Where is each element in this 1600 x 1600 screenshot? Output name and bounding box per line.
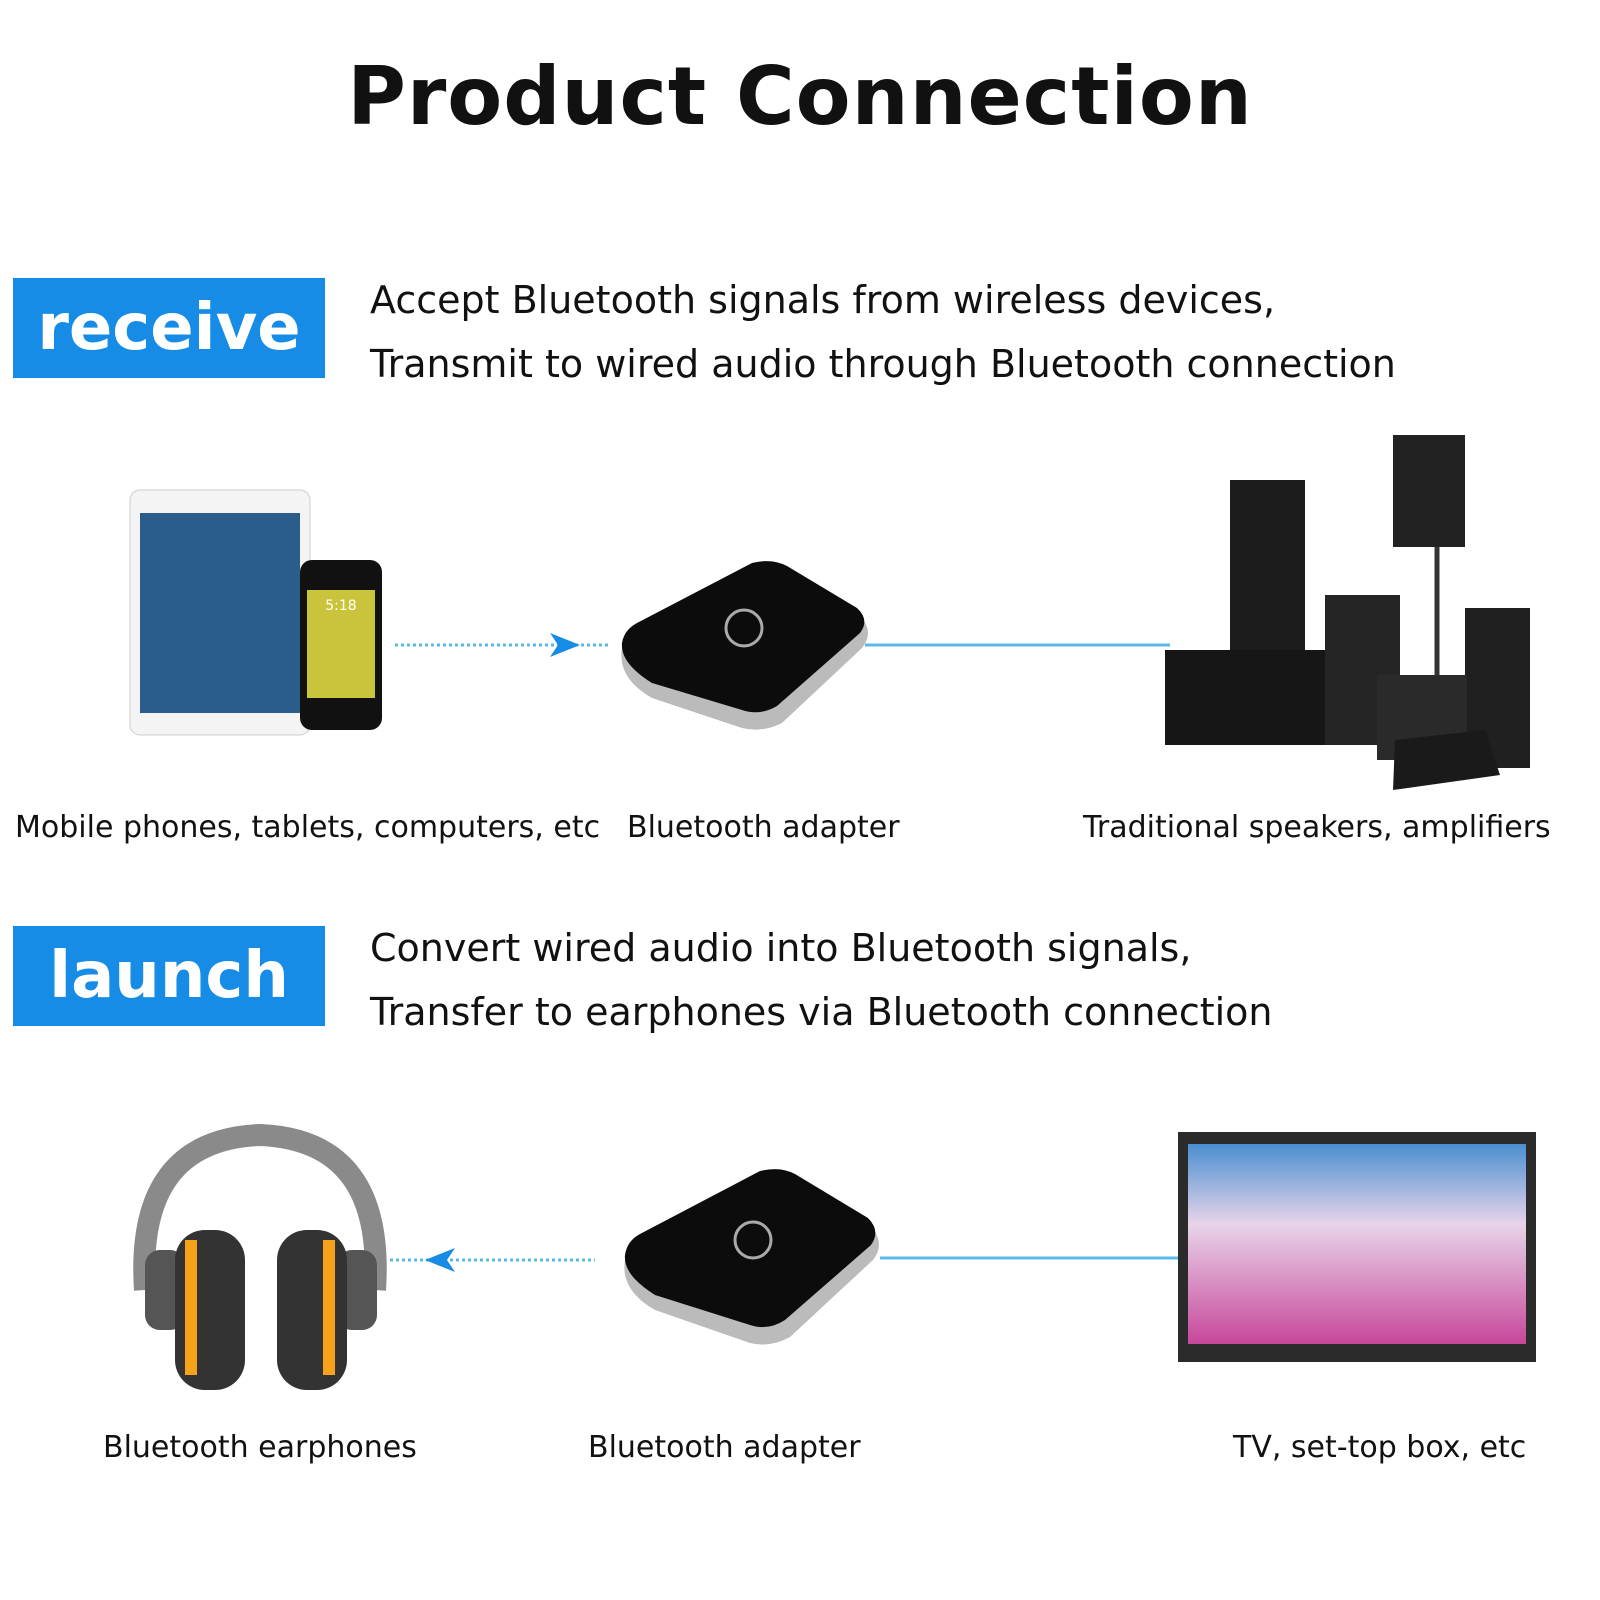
receive-line-1: Accept Bluetooth signals from wireless d… [370, 278, 1276, 322]
wired-connection-line-2 [880, 1256, 1180, 1260]
phone-time: 5:18 [325, 598, 356, 614]
receive-description: Accept Bluetooth signals from wireless d… [370, 268, 1396, 396]
caption-bluetooth-adapter-2: Bluetooth adapter [588, 1430, 861, 1465]
launch-line-2: Transfer to earphones via Bluetooth conn… [370, 990, 1273, 1034]
launch-line-1: Convert wired audio into Bluetooth signa… [370, 926, 1192, 970]
caption-tv: TV, set-top box, etc [1233, 1430, 1527, 1465]
tablet-phone-image: 5:18 [129, 489, 382, 736]
arrow-to-adapter [395, 633, 610, 657]
launch-description: Convert wired audio into Bluetooth signa… [370, 916, 1273, 1044]
page-title: Product Connection [347, 50, 1253, 143]
bluetooth-adapter-image-2 [624, 1169, 879, 1345]
speakers-image [1165, 435, 1530, 790]
headphones-image [133, 1123, 387, 1390]
receive-line-2: Transmit to wired audio through Bluetoot… [370, 342, 1396, 386]
launch-tag: launch [13, 926, 325, 1026]
tv-image [1178, 1132, 1536, 1362]
arrow-to-earphones [390, 1248, 595, 1272]
caption-bluetooth-adapter: Bluetooth adapter [627, 810, 900, 845]
receive-tag: receive [13, 278, 325, 378]
caption-speakers: Traditional speakers, amplifiers [1083, 810, 1551, 845]
caption-source-devices: Mobile phones, tablets, computers, etc [15, 810, 601, 845]
wired-connection-line [865, 643, 1170, 647]
caption-earphones: Bluetooth earphones [103, 1430, 417, 1465]
bluetooth-adapter-image [621, 561, 868, 730]
